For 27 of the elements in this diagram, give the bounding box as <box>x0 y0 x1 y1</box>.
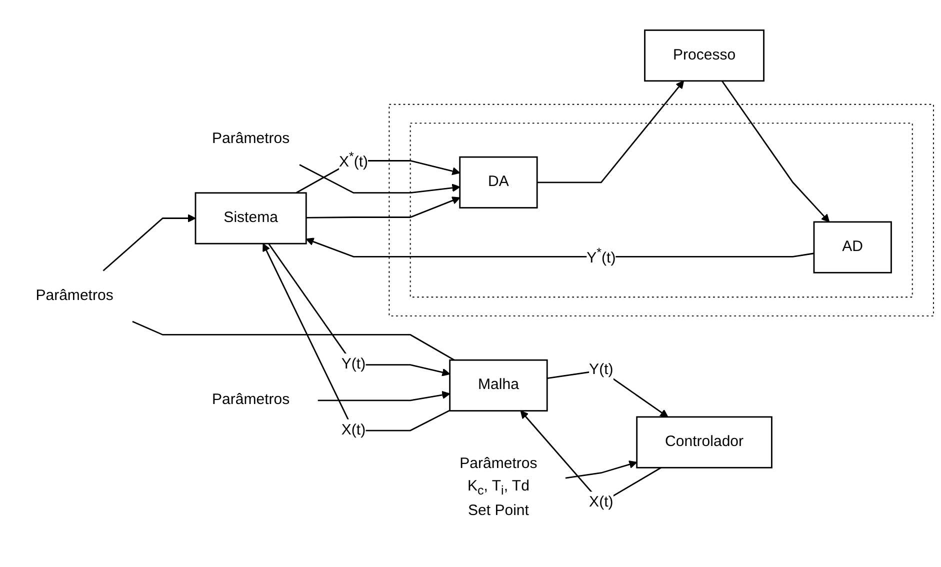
arrow <box>306 238 814 258</box>
edge-label: Y$^{*}$(t) <box>586 245 616 266</box>
node-text: Parâmetros K$_{c}$, T$_{i}$, Td Set Point <box>460 456 538 519</box>
cluster <box>410 122 913 298</box>
node-box: Controlador <box>636 416 772 468</box>
edge-label: Y(t) <box>589 362 614 378</box>
node-text: Parâmetros <box>36 288 114 304</box>
connector <box>132 320 455 361</box>
node-box: Processo <box>644 29 764 82</box>
node-text: Parâmetros <box>212 392 290 408</box>
edge-label: Y(t) <box>341 356 366 372</box>
arrow <box>318 390 450 402</box>
arrow <box>565 460 638 479</box>
node-box: DA <box>459 156 538 208</box>
arrow <box>537 80 684 184</box>
arrow <box>306 196 460 218</box>
edge-label: X(t) <box>341 422 366 438</box>
arrow <box>268 243 450 376</box>
arrow <box>262 243 450 432</box>
node-box: AD <box>813 221 892 274</box>
node-box: Malha <box>449 359 548 412</box>
node-text: Parâmetros <box>212 130 290 147</box>
node-box: Sistema <box>194 192 307 244</box>
edge-label: X(t) <box>589 494 614 510</box>
edge-label: X$^{*}$(t) <box>338 149 368 170</box>
arrow <box>102 214 196 272</box>
arrow <box>721 80 830 222</box>
